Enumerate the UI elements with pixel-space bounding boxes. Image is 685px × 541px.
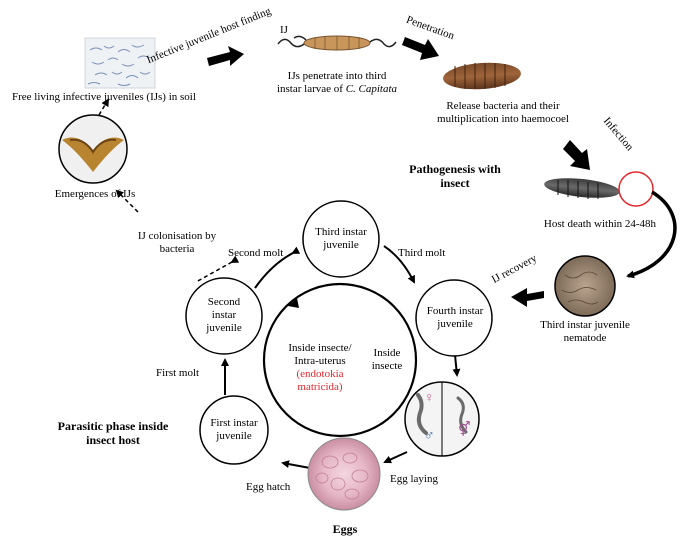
second-instar-circle bbox=[185, 277, 263, 355]
first-instar-label: First instar juvenile bbox=[210, 417, 258, 442]
arrow-host-finding bbox=[207, 46, 244, 66]
eggs-label: Eggs bbox=[332, 522, 358, 536]
penetrate-species: C. Capitata bbox=[345, 83, 398, 95]
inside-line2: Intra-uterus bbox=[294, 355, 346, 367]
second-molt-label: Second molt bbox=[228, 247, 284, 259]
egg-hatch-label: Egg hatch bbox=[246, 481, 291, 493]
curved-arrow-death-to-nematode bbox=[626, 190, 677, 279]
emergence-image bbox=[58, 114, 128, 184]
soil-ijs-image bbox=[84, 37, 156, 89]
third-molt-label: Third molt bbox=[398, 247, 446, 259]
arrow-infection bbox=[563, 140, 590, 170]
infection-label: Infection bbox=[588, 115, 648, 153]
release-line1: Release bacteria and their bbox=[446, 100, 560, 112]
arrow-ij-recovery bbox=[511, 288, 544, 307]
penetrate-line2: instar larvae of bbox=[276, 83, 346, 95]
juvenile-nematode-image bbox=[554, 255, 616, 317]
fourth-instar-circle bbox=[415, 279, 493, 357]
infected-larva-image bbox=[443, 62, 521, 90]
adults-image bbox=[404, 381, 480, 457]
third-instar-circle bbox=[302, 200, 380, 278]
colonisation-label: IJ colonisation by bacteria bbox=[122, 230, 232, 256]
inner-cycle-arrowhead bbox=[288, 298, 299, 308]
dead-larva-image bbox=[544, 171, 654, 207]
cycle-arrows bbox=[221, 245, 461, 469]
male-symbol-icon: ♂ bbox=[424, 429, 435, 444]
release-line2: multiplication into haemocoel bbox=[437, 113, 569, 125]
pathogenesis-line1: Pathogenesis with bbox=[409, 162, 501, 176]
penetrate-label: IJs penetrate into third instar larvae o… bbox=[272, 70, 402, 96]
inside-line1: Inside insecte/ bbox=[288, 342, 352, 354]
emergence-label: Emergences of IJs bbox=[54, 188, 136, 200]
colonisation-line1: IJ colonisation by bbox=[137, 230, 217, 242]
ij-recovery-label: IJ recovery bbox=[480, 252, 550, 286]
egg-laying-label: Egg laying bbox=[390, 473, 438, 485]
free-living-label: Free living infective juveniles (IJs) in… bbox=[12, 91, 196, 103]
endotokia-line2: matricida) bbox=[297, 381, 343, 393]
parasitic-phase-label: Parasitic phase inside insect host bbox=[38, 419, 188, 447]
penetration-label: Penetration bbox=[365, 14, 495, 42]
infection-highlight-circle bbox=[618, 171, 654, 207]
arrow-penetration bbox=[402, 37, 439, 60]
third-juvenile-line1: Third instar juvenile bbox=[540, 319, 630, 331]
first-molt-label: First molt bbox=[156, 367, 200, 379]
inner-cycle-circle bbox=[262, 282, 418, 438]
release-label: Release bacteria and their multiplicatio… bbox=[428, 100, 578, 126]
dashed-arrow-emergence-to-soil bbox=[98, 98, 110, 116]
second-instar-label: Second instar juvenile bbox=[206, 296, 242, 334]
larva-with-ijs-image bbox=[277, 35, 397, 51]
fourth-instar-label: Fourth instar juvenile bbox=[426, 305, 484, 330]
hermaphrodite-symbol-icon: ⚥ bbox=[458, 423, 471, 438]
ij-tag: IJ bbox=[280, 24, 288, 36]
colonisation-line2: bacteria bbox=[159, 243, 195, 255]
host-death-label: Host death within 24-48h bbox=[543, 218, 657, 230]
penetrate-line1: IJs penetrate into third bbox=[287, 70, 387, 82]
pathogenesis-line2: insect bbox=[440, 176, 470, 190]
third-juvenile-nematode-label: Third instar juvenile nematode bbox=[525, 319, 645, 345]
first-instar-circle bbox=[199, 395, 269, 465]
female-symbol-icon: ♀ bbox=[424, 391, 435, 406]
inside-insecte-line1: Inside bbox=[373, 347, 401, 359]
parasitic-line2: insect host bbox=[86, 433, 140, 447]
penetrate-line2-wrap: instar larvae of C. Capitata bbox=[272, 83, 402, 96]
pathogenesis-label: Pathogenesis with insect bbox=[380, 162, 530, 190]
inside-label: Inside insecte/ Intra-uterus (endotokia … bbox=[270, 342, 370, 394]
third-juvenile-line2: nematode bbox=[563, 332, 607, 344]
dashed-arrow-colonisation-to-emergence bbox=[115, 189, 139, 213]
inside-insecte-line2: insecte bbox=[371, 360, 403, 372]
parasitic-line1: Parasitic phase inside bbox=[57, 419, 169, 433]
third-instar-label: Third instar juvenile bbox=[315, 226, 367, 251]
endotokia-line1: (endotokia bbox=[296, 368, 344, 380]
eggs-image bbox=[307, 437, 381, 511]
inside-insecte-label: Inside insecte bbox=[362, 347, 412, 373]
